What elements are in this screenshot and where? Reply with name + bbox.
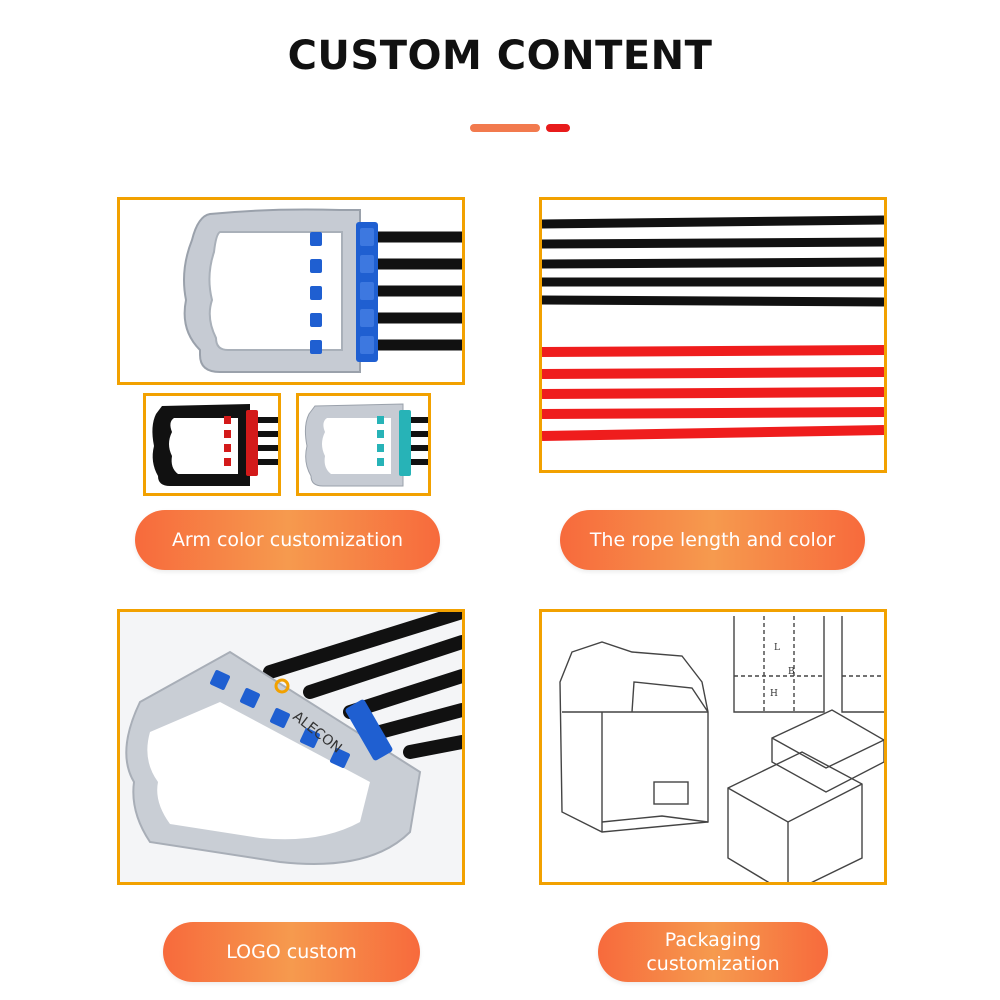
dimension-label-l: L	[774, 643, 780, 653]
arm-color-variant-black-red	[143, 393, 281, 496]
logo-image: ALECON	[117, 609, 465, 885]
packaging-label: Packaging customization	[598, 922, 828, 982]
packaging-label-line1: Packaging	[664, 929, 762, 951]
dimension-label-h: H	[770, 689, 778, 699]
expander-black-red-illustration	[152, 404, 278, 486]
expander-gray-blue-illustration	[183, 208, 462, 373]
packaging-label-line2: customization	[646, 953, 780, 975]
logo-label: LOGO custom	[163, 922, 420, 982]
divider-red	[546, 124, 570, 132]
rope-label: The rope length and color	[560, 510, 865, 570]
page-title: CUSTOM CONTENT	[287, 33, 713, 79]
packaging-image: L B H	[539, 609, 887, 885]
packaging-drawing-illustration: L B H	[559, 616, 884, 882]
ropes-illustration	[542, 215, 884, 441]
logo-label-text: LOGO custom	[226, 941, 357, 963]
rope-image	[539, 197, 887, 473]
rope-label-text: The rope length and color	[589, 529, 836, 551]
expander-logo-illustration: ALECON	[120, 612, 462, 882]
arm-color-variant-gray-teal	[296, 393, 431, 496]
divider-orange	[470, 124, 540, 132]
arm-color-label-text: Arm color customization	[171, 529, 404, 551]
logo-mark-icon	[274, 678, 290, 694]
arm-color-main-image	[117, 197, 465, 385]
arm-color-label: Arm color customization	[135, 510, 440, 570]
dimension-label-b: B	[788, 667, 795, 677]
expander-gray-teal-illustration	[304, 403, 428, 487]
